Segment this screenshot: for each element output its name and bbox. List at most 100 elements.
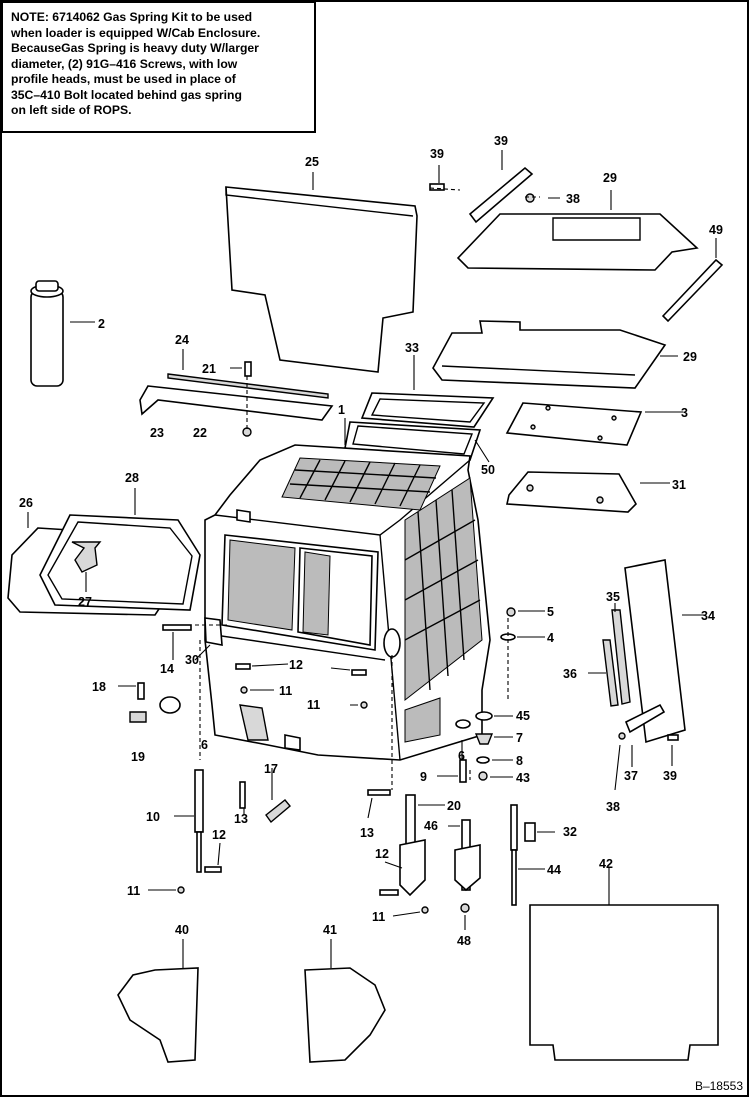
callout: 29: [603, 171, 617, 185]
callout: 21: [202, 362, 216, 376]
callout: 11: [307, 698, 320, 712]
callout: 33: [405, 341, 419, 355]
grommet-7: [474, 733, 494, 745]
bolt-14: [162, 624, 192, 631]
callout: 22: [193, 426, 207, 440]
callout: 12: [289, 658, 303, 672]
pin-12b: [351, 669, 367, 676]
callout: 39: [430, 147, 444, 161]
spring-19: [129, 711, 147, 723]
nut-47: [460, 903, 470, 913]
spacer-32: [524, 822, 536, 842]
nut-38b: [618, 732, 626, 740]
seal-strip-24: [167, 373, 329, 399]
drawing-code: B–18553: [694, 1079, 743, 1093]
callout: 29: [683, 350, 697, 364]
strip-49: [661, 258, 724, 323]
mat-42: [529, 904, 719, 1061]
callout: 18: [92, 680, 106, 694]
strip-35: [611, 609, 631, 705]
callout: 39: [494, 134, 508, 148]
callout: 13: [234, 812, 248, 826]
pin-12d: [379, 889, 399, 896]
window-28: [39, 514, 201, 611]
washer-8: [476, 756, 490, 764]
note-line: on left side of ROPS.: [11, 103, 132, 117]
rear-panel: [225, 186, 418, 373]
callout: 9: [420, 770, 427, 784]
callout: 2: [98, 317, 105, 331]
bushing: [159, 696, 181, 714]
callout: 17: [264, 762, 278, 776]
callout: 45: [516, 709, 530, 723]
callout: 40: [175, 923, 189, 937]
latch-37: [624, 703, 666, 734]
washer-44: [475, 711, 493, 721]
bolt-18: [137, 682, 145, 700]
callout: 4: [547, 631, 554, 645]
callout: 5: [547, 605, 554, 619]
callout: 31: [672, 478, 686, 492]
callout: 26: [19, 496, 33, 510]
pin-12c: [204, 866, 222, 873]
callout: 36: [563, 667, 577, 681]
strut-45: [510, 804, 518, 906]
callout: 35: [606, 590, 620, 604]
clip-11d: [421, 906, 429, 914]
note-line: NOTE: 6714062 Gas Spring Kit to be used: [11, 10, 253, 24]
callout: 39: [663, 769, 677, 783]
callout: 25: [305, 155, 319, 169]
callout: 11: [372, 910, 385, 924]
callout: 23: [150, 426, 164, 440]
callout: 6: [201, 738, 208, 752]
callout: 48: [457, 934, 471, 948]
callout: 43: [516, 771, 530, 785]
callout: 7: [516, 731, 523, 745]
callout: 8: [516, 754, 523, 768]
callout: 20: [447, 799, 461, 813]
callout: 30: [185, 653, 199, 667]
nut-22: [242, 427, 252, 437]
decal-27: [71, 541, 102, 573]
callout: 44: [547, 863, 561, 877]
lower-cover: [432, 320, 667, 389]
callout: 50: [481, 463, 495, 477]
window-34: [624, 559, 686, 744]
pivot-30: [204, 617, 223, 646]
callout: 37: [624, 769, 638, 783]
bolt-39: [429, 183, 445, 191]
nut-43: [478, 771, 488, 781]
bolt-9: [459, 759, 467, 783]
callout: 12: [375, 847, 389, 861]
callout: 11: [127, 884, 140, 898]
callout: 38: [566, 192, 580, 206]
callout: 34: [701, 609, 715, 623]
note-line: BecauseGas Spring is heavy duty W/larger: [11, 41, 259, 55]
window-33: [360, 392, 495, 428]
bracket-23: [139, 385, 334, 421]
note-line: when loader is equipped W/Cab Enclosure.: [11, 25, 261, 40]
callout: 28: [125, 471, 139, 485]
callout: 32: [563, 825, 577, 839]
note-line: 35C–410 Bolt located behind gas spring: [11, 87, 242, 102]
callout: 49: [709, 223, 723, 237]
nut-38: [525, 193, 535, 203]
clip-11a: [240, 686, 248, 694]
bracket-46: [454, 819, 481, 892]
cab-frame: [204, 444, 491, 761]
callout: 38: [606, 800, 620, 814]
nut-4: [506, 607, 516, 617]
callout: 6: [458, 749, 465, 763]
callout: 42: [599, 857, 613, 871]
clip-11c: [177, 886, 185, 894]
gas-spring-10: [194, 769, 204, 873]
callout: 24: [175, 333, 189, 347]
note-line: profile heads, must be used in place of: [11, 72, 236, 86]
plate-6: [455, 719, 471, 729]
plate-31: [506, 471, 637, 513]
spray-can: [30, 280, 64, 387]
callout: 1: [338, 403, 345, 417]
mat-40: [117, 967, 199, 1063]
callout: 19: [131, 750, 145, 764]
pin-13a: [239, 781, 246, 809]
